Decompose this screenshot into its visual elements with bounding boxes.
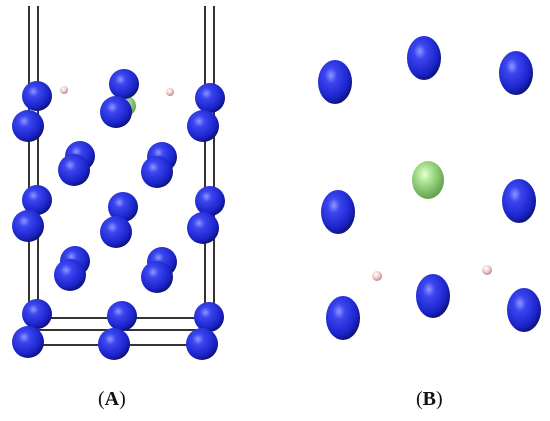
pink-atom	[372, 271, 382, 281]
blue-atom	[98, 328, 130, 360]
panel-label-a: (A)	[98, 388, 126, 410]
blue-atom	[187, 212, 219, 244]
blue-atom	[318, 60, 352, 104]
blue-atom-back	[109, 69, 139, 99]
green-atom	[412, 161, 444, 199]
blue-atom	[187, 110, 219, 142]
blue-atom-back	[195, 186, 225, 216]
blue-atom	[407, 36, 441, 80]
blue-atom	[100, 96, 132, 128]
blue-atom	[12, 110, 44, 142]
blue-atom	[499, 51, 533, 95]
panel-b-atoms	[318, 36, 541, 340]
pink-atom	[166, 88, 174, 96]
blue-atom-back	[195, 83, 225, 113]
blue-atom-back	[108, 192, 138, 222]
panel-b-structure	[318, 36, 541, 340]
blue-atom	[141, 156, 173, 188]
panel-a-atoms	[12, 69, 225, 360]
blue-atom-back	[107, 301, 137, 331]
blue-atom	[100, 216, 132, 248]
blue-atom	[326, 296, 360, 340]
blue-atom	[12, 210, 44, 242]
blue-atom	[58, 154, 90, 186]
blue-atom	[54, 259, 86, 291]
panel-label-b-text: B	[422, 388, 437, 410]
blue-atom-back	[22, 299, 52, 329]
blue-atom	[416, 274, 450, 318]
unit-cell-frame	[28, 6, 215, 346]
blue-atom	[186, 328, 218, 360]
blue-atom	[507, 288, 541, 332]
panel-a-structure	[12, 6, 225, 360]
panel-label-a-text: A	[104, 388, 120, 410]
blue-atom-back	[194, 302, 224, 332]
blue-atom	[502, 179, 536, 223]
blue-atom	[12, 326, 44, 358]
blue-atom-back	[22, 185, 52, 215]
blue-atom-back	[22, 81, 52, 111]
pink-atom	[60, 86, 68, 94]
panel-label-b: (B)	[416, 388, 443, 410]
blue-atom	[321, 190, 355, 234]
pink-atom	[482, 265, 492, 275]
blue-atom	[141, 261, 173, 293]
